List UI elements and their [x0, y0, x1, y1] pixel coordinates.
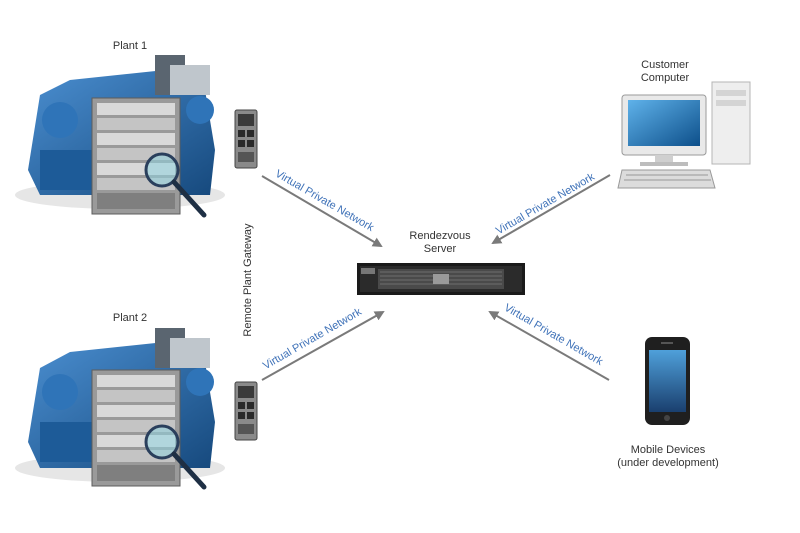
arrow-mobile-to-server	[488, 311, 610, 381]
customer-computer-label: Customer Computer	[625, 59, 705, 85]
plant-2-label: Plant 2	[112, 312, 148, 324]
plant-1-machine-icon	[15, 55, 225, 218]
customer-label-line2: Computer	[640, 72, 690, 84]
smartphone-icon	[645, 337, 690, 425]
desktop-computer-icon	[617, 81, 751, 189]
plant-2-machine-icon	[15, 328, 225, 490]
rendezvous-server-label: Rendezvous Server	[395, 230, 485, 256]
arrow-plant2-to-server	[261, 311, 385, 381]
plant-1-gateway-icon	[234, 109, 258, 169]
arrow-plant1-to-server	[261, 175, 383, 248]
plant-2-gateway-icon	[234, 381, 258, 441]
arrow-customer-to-server	[491, 174, 611, 245]
mobile-label-line2: (under development)	[617, 457, 719, 469]
rack-server-icon	[357, 263, 525, 295]
mobile-label-line1: Mobile Devices	[630, 444, 706, 456]
server-label-line1: Rendezvous	[409, 230, 471, 242]
server-label-line2: Server	[423, 243, 457, 255]
mobile-devices-label: Mobile Devices (under development)	[608, 444, 728, 470]
customer-label-line1: Customer	[641, 59, 689, 71]
remote-plant-gateway-label: Remote Plant Gateway	[242, 223, 254, 337]
plant-1-label: Plant 1	[112, 40, 148, 52]
